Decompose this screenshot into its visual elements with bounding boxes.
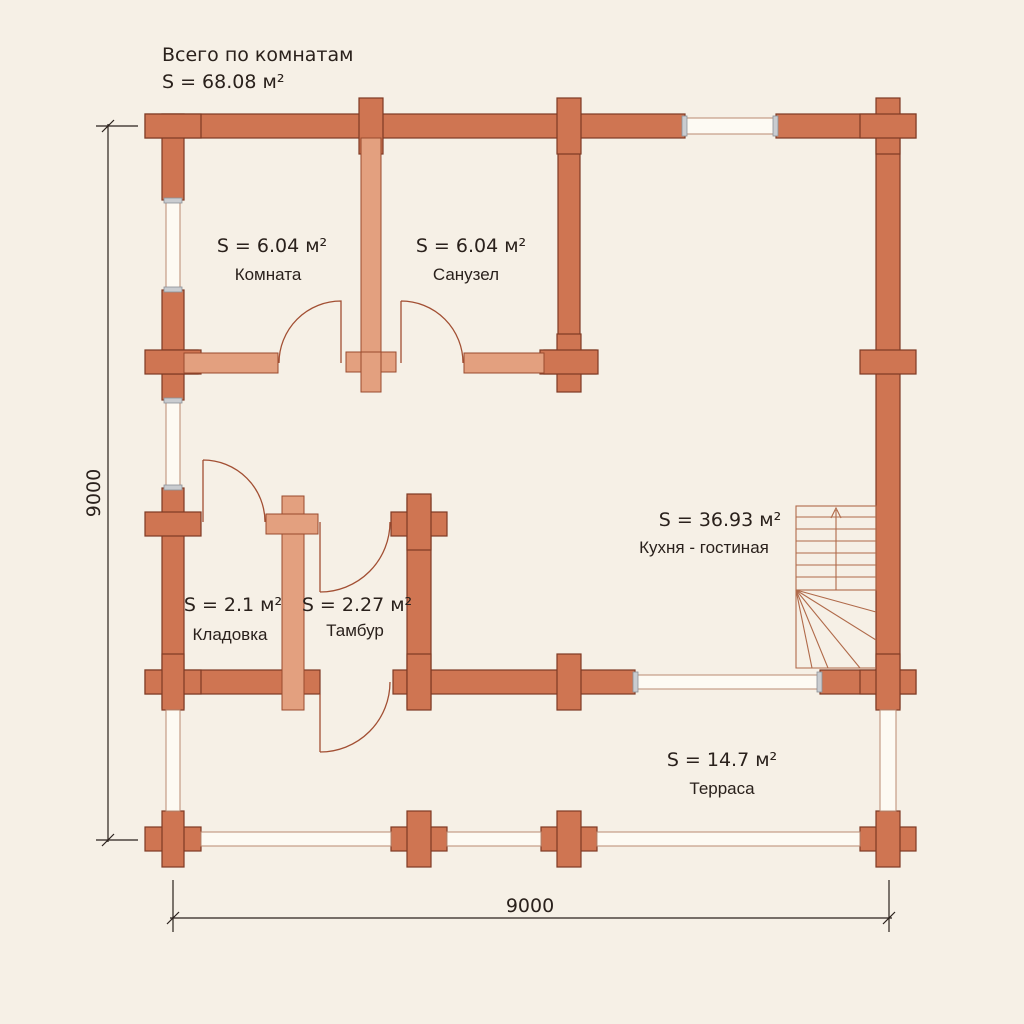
door-tambur-inner	[319, 521, 391, 593]
window-cap	[163, 197, 183, 204]
joint	[556, 653, 582, 711]
window-cap	[772, 115, 779, 137]
joint	[859, 349, 917, 375]
terrace-rail-right	[879, 709, 897, 812]
window-left-2	[165, 399, 181, 489]
window-cap	[681, 115, 688, 137]
joint	[406, 653, 432, 711]
door-sanuzel	[400, 300, 464, 364]
room-tambur-area: S = 2.27 м²	[302, 594, 412, 616]
room-kladovka-area: S = 2.1 м²	[184, 594, 282, 616]
partition-vertical-center	[360, 137, 382, 361]
window-cap	[163, 484, 183, 491]
room-komnata-area: S = 6.04 м²	[217, 235, 327, 257]
room-komnata-name: Комната	[235, 265, 302, 284]
joint	[144, 511, 202, 537]
joint	[875, 810, 901, 868]
doors	[202, 300, 464, 753]
room-kladovka-name: Кладовка	[193, 625, 268, 644]
right-wall	[875, 113, 901, 709]
door-kladovka	[202, 459, 266, 523]
room-tambur-name: Тамбур	[326, 621, 384, 640]
room-terrasa-area: S = 14.7 м²	[667, 749, 777, 771]
window-mid	[634, 674, 821, 690]
joint	[539, 349, 599, 375]
room-terrasa-name: Терраса	[689, 779, 755, 798]
joint	[859, 113, 917, 139]
joint	[556, 97, 582, 155]
joint	[161, 653, 185, 711]
room-kuhnya-name: Кухня - гостиная	[639, 538, 769, 557]
partition-komnata-bottom	[183, 352, 279, 374]
exterior-walls	[144, 113, 917, 709]
door-tambur-outer	[319, 681, 391, 753]
dimension-width-label: 9000	[506, 895, 554, 917]
window-cap	[632, 671, 639, 693]
dimension-height-label: 9000	[83, 469, 105, 517]
dimension-width	[166, 880, 896, 932]
terrace-rail-bottom-2	[446, 831, 542, 847]
windows	[163, 115, 897, 847]
joint	[144, 113, 202, 139]
window-cap	[163, 286, 183, 293]
room-sanuzel-area: S = 6.04 м²	[416, 235, 526, 257]
joint	[875, 653, 901, 711]
terrace-rail-bottom-1	[200, 831, 392, 847]
log-joints	[144, 97, 917, 868]
partition-base-stem	[360, 351, 382, 393]
partition-sanuzel-bottom	[463, 352, 545, 374]
terrace-rail-left	[165, 709, 181, 812]
joint	[406, 493, 432, 551]
partition-kladovka-cross	[265, 513, 319, 535]
joint	[161, 810, 185, 868]
terrace-rail-bottom-3	[596, 831, 861, 847]
window-top	[684, 117, 777, 135]
window-left-1	[165, 199, 181, 291]
door-komnata	[278, 300, 342, 364]
room-kuhnya-area: S = 36.93 м²	[659, 509, 781, 531]
interior-partitions	[183, 137, 545, 711]
window-cap	[163, 397, 183, 404]
dimension-height	[96, 119, 138, 847]
top-wall-left	[144, 113, 686, 139]
joint	[556, 810, 582, 868]
window-cap	[816, 671, 823, 693]
summary-title: Всего по комнатам	[162, 44, 353, 66]
left-wall-2	[161, 289, 185, 401]
joint	[406, 810, 432, 868]
summary-total-area: S = 68.08 м²	[162, 71, 284, 93]
staircase	[795, 505, 877, 669]
room-sanuzel-name: Санузел	[433, 265, 499, 284]
partition-kladovka	[281, 495, 305, 711]
